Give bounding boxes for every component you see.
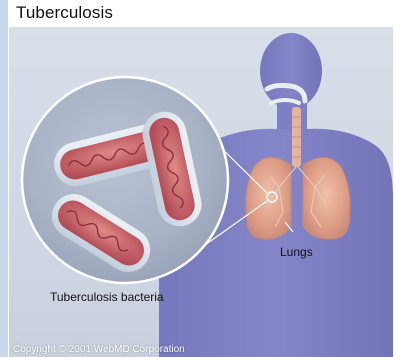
- copyright-notice: Copyright © 2001 WebMD Corporation: [13, 344, 185, 355]
- left-border-strip: [0, 0, 8, 357]
- tuberculosis-illustration: [9, 27, 393, 357]
- illustration-panel: Lungs Tuberculosis bacteria Copyright © …: [9, 27, 393, 357]
- diagram-title: Tuberculosis: [16, 3, 113, 23]
- bacteria-label: Tuberculosis bacteria: [50, 290, 164, 304]
- lungs-label: Lungs: [280, 245, 313, 259]
- magnified-view: [22, 77, 228, 283]
- trachea: [292, 107, 301, 167]
